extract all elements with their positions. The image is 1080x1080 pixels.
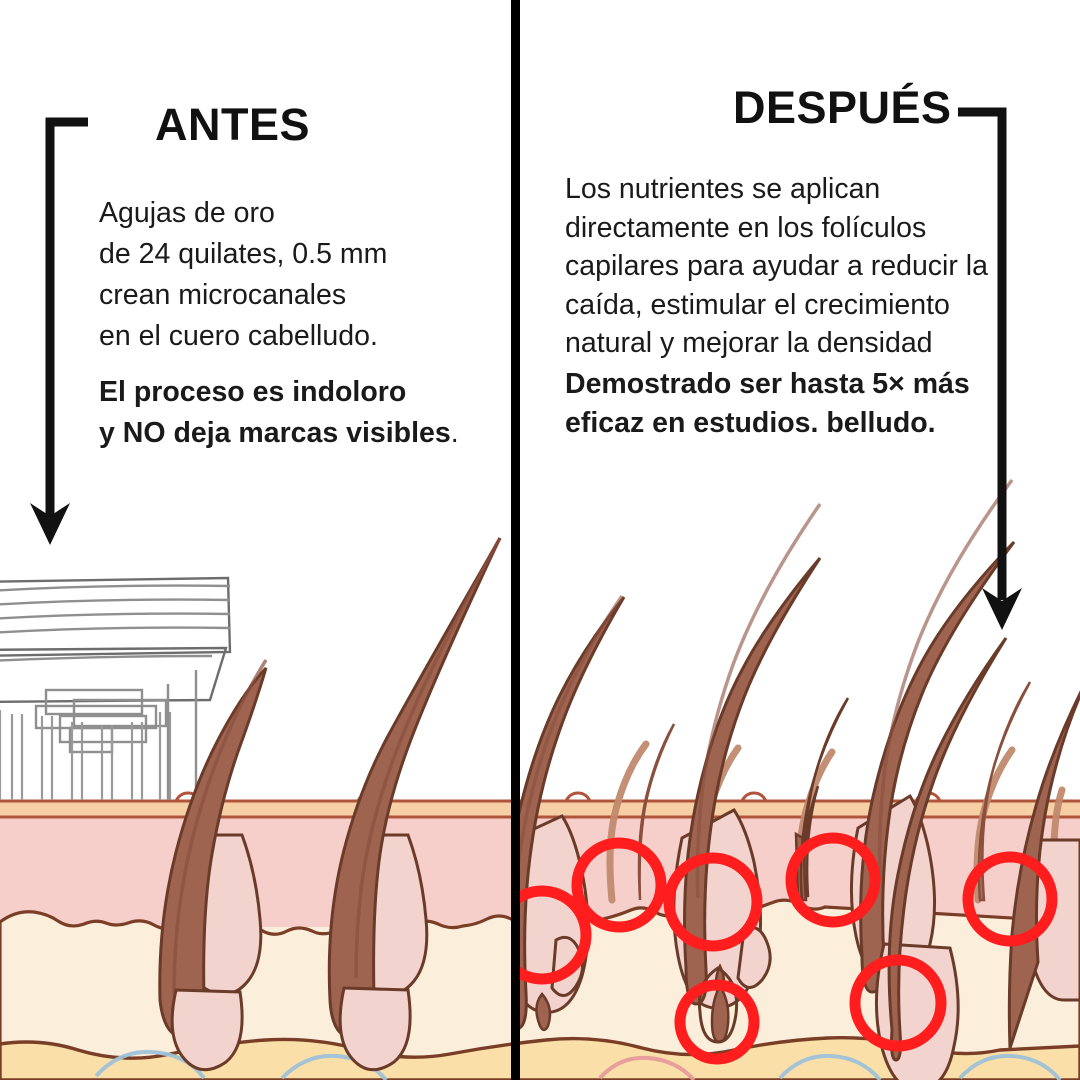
after-panel-title: DESPUÉS xyxy=(733,82,952,133)
left-follicle-bulbs xyxy=(170,986,412,1072)
left-illustration xyxy=(0,537,502,1072)
down-arrow-after xyxy=(958,107,1022,630)
highlight-circle xyxy=(571,837,667,933)
before-emphasis-line2-period: . xyxy=(450,417,459,449)
highlight-circle xyxy=(520,885,592,985)
highlight-circle xyxy=(785,832,881,928)
before-emphasis-line2-main: NO deja marcas visibles xyxy=(122,417,451,449)
before-emphasis-line1: El proceso es indoloro xyxy=(99,376,407,408)
panel-divider xyxy=(511,0,520,1080)
before-emphasis-line2-prefix: y xyxy=(99,417,123,449)
before-panel-title: ANTES xyxy=(155,99,311,150)
after-emphasis-text: Demostrado ser hasta 5× más eficaz en es… xyxy=(565,368,970,439)
highlight-circle xyxy=(663,852,763,952)
down-arrow-before xyxy=(30,117,88,545)
highlight-circles xyxy=(520,832,1058,1065)
highlight-circle xyxy=(962,851,1058,947)
highlight-circle xyxy=(674,979,760,1065)
before-body-text: Agujas de oro de 24 quilates, 0.5 mm cre… xyxy=(99,197,388,352)
right-illustration xyxy=(520,478,1080,1080)
microneedling-stamp-icon xyxy=(0,576,232,800)
highlight-circle xyxy=(849,954,947,1052)
after-body-text: Los nutrientes se aplican directamente e… xyxy=(565,173,988,359)
terminal-hairs xyxy=(520,478,1080,1080)
before-emphasis-text: El proceso es indoloro y NO deja marcas v… xyxy=(99,372,459,454)
